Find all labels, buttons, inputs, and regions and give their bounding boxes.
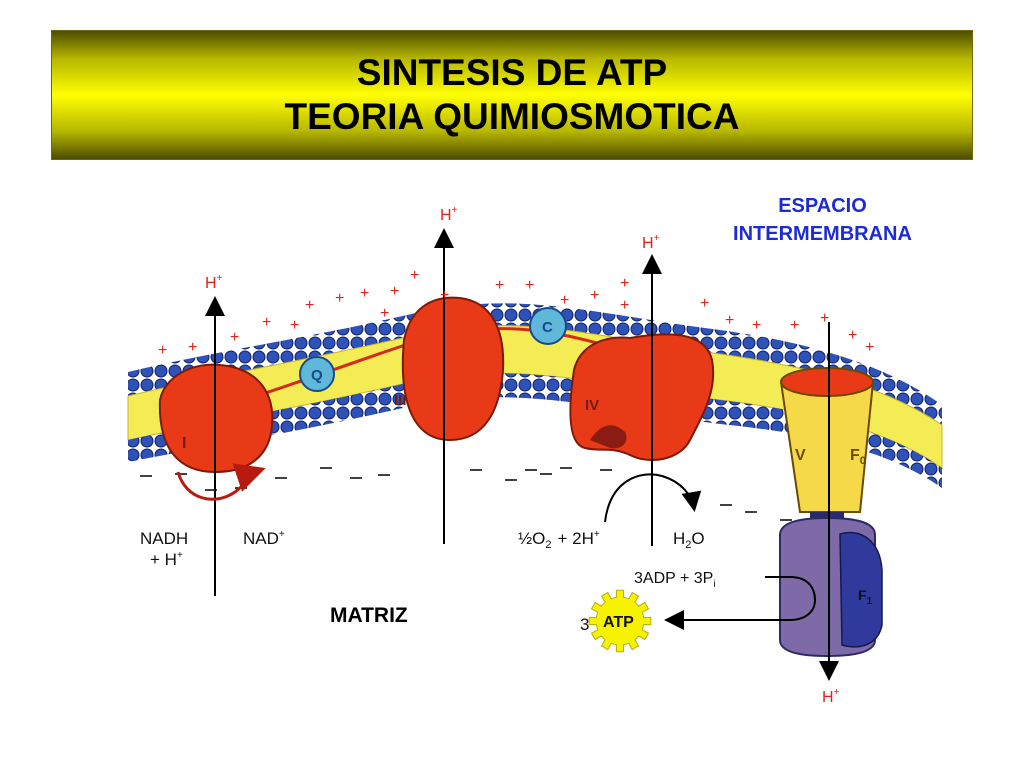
plus-charge: +: [820, 310, 829, 327]
plus-charge: +: [590, 287, 599, 304]
fo-label: F0: [850, 447, 866, 467]
plus-charge: +: [790, 317, 799, 334]
atp-synthase-f1: F1: [779, 512, 883, 658]
complex-iii-label: III: [394, 392, 407, 409]
nadh-curve: [176, 463, 266, 501]
plus-charge: +: [158, 342, 167, 359]
nadh-label: NADH: [140, 529, 188, 548]
complex-i-shape: [158, 363, 274, 474]
plus-charge: +: [560, 292, 569, 309]
plus-charge: +: [380, 305, 389, 322]
atp-gear-shape: [588, 589, 652, 653]
plus-charge: +: [865, 339, 874, 356]
plus-charge: +: [290, 317, 299, 334]
intermembrane-label-line-1: ESPACIO: [778, 195, 867, 217]
h-plus-reactant: + H+: [150, 550, 183, 569]
complex-i-label: I: [182, 435, 186, 452]
f1-label: F1: [858, 587, 873, 607]
reaction-labels: NADH + H+ NAD+ ½O2+ 2H+ H2O 3ADP + 3Pi: [140, 529, 716, 590]
proton-arrows: [205, 228, 839, 681]
intermembrane-label-line-2: INTERMEMBRANA: [733, 223, 912, 245]
plus-charge: +: [440, 287, 449, 304]
reaction-arrows: [176, 463, 817, 630]
adp-curve: [664, 576, 817, 630]
plus-charge: +: [410, 267, 419, 284]
plus-charge: +: [188, 339, 197, 356]
h-plus-label-2: H+: [440, 205, 458, 224]
adp-pi-label: 3ADP + 3Pi: [634, 570, 716, 590]
plus-charge: +: [848, 327, 857, 344]
inner-lipid-heads: [128, 373, 942, 488]
plus-charge: +: [620, 275, 629, 292]
oxygen-curve: [604, 473, 702, 523]
plus-charge: +: [262, 314, 271, 331]
nad-plus-label: NAD+: [243, 529, 285, 548]
atp-gear: [588, 589, 652, 653]
plus-charge: +: [390, 283, 399, 300]
plus-charge: +: [752, 317, 761, 334]
plus-charge: +: [525, 277, 534, 294]
proton-labels: H+ H+ H+ H+: [205, 205, 840, 706]
h-plus-label-1: H+: [205, 273, 223, 292]
complex-iv-notch: [590, 425, 627, 449]
fo-top: [780, 367, 874, 397]
plus-charge: +: [305, 297, 314, 314]
water-label: H2O: [673, 529, 705, 551]
atp-product: 3 ATP: [580, 589, 652, 653]
intermembrane-space-label: ESPACIO INTERMEMBRANA: [700, 192, 945, 248]
cytochrome-c: C: [529, 307, 567, 345]
cytochrome-c-label: C: [542, 319, 553, 336]
plus-charge: +: [725, 312, 734, 329]
plus-charge: +: [230, 329, 239, 346]
oxygen-label: ½O2+ 2H+: [518, 529, 600, 551]
complex-iii: III: [394, 296, 505, 442]
atp-label: ATP: [603, 614, 634, 631]
plus-charge: +: [620, 297, 629, 314]
coenzyme-q-label: Q: [311, 367, 323, 384]
outer-lipid-heads: [128, 303, 942, 425]
f1-left-lobe: [839, 531, 883, 648]
plus-charge: +: [360, 285, 369, 302]
plus-charge: +: [700, 295, 709, 312]
atp-synthase-fo: V F0: [779, 367, 875, 513]
plus-charge: +: [495, 277, 504, 294]
complex-iv-label: IV: [585, 397, 599, 414]
h-plus-label-4: H+: [822, 687, 840, 706]
plus-charge: +: [335, 290, 344, 307]
matrix-label: MATRIZ: [330, 604, 408, 627]
complex-i: I: [158, 363, 274, 474]
coenzyme-q: Q: [299, 356, 335, 392]
complex-iv: IV: [569, 333, 715, 461]
complex-v-label: V: [795, 447, 806, 464]
title-line-2: TEORIA QUIMIOSMOTICA: [284, 96, 740, 137]
atp-count: 3: [580, 615, 589, 634]
h-plus-label-3: H+: [642, 233, 660, 252]
title-banner: SINTESIS DE ATP TEORIA QUIMIOSMOTICA: [51, 30, 973, 160]
complex-iii-shape: [401, 296, 505, 442]
title-line-1: SINTESIS DE ATP: [356, 52, 668, 93]
